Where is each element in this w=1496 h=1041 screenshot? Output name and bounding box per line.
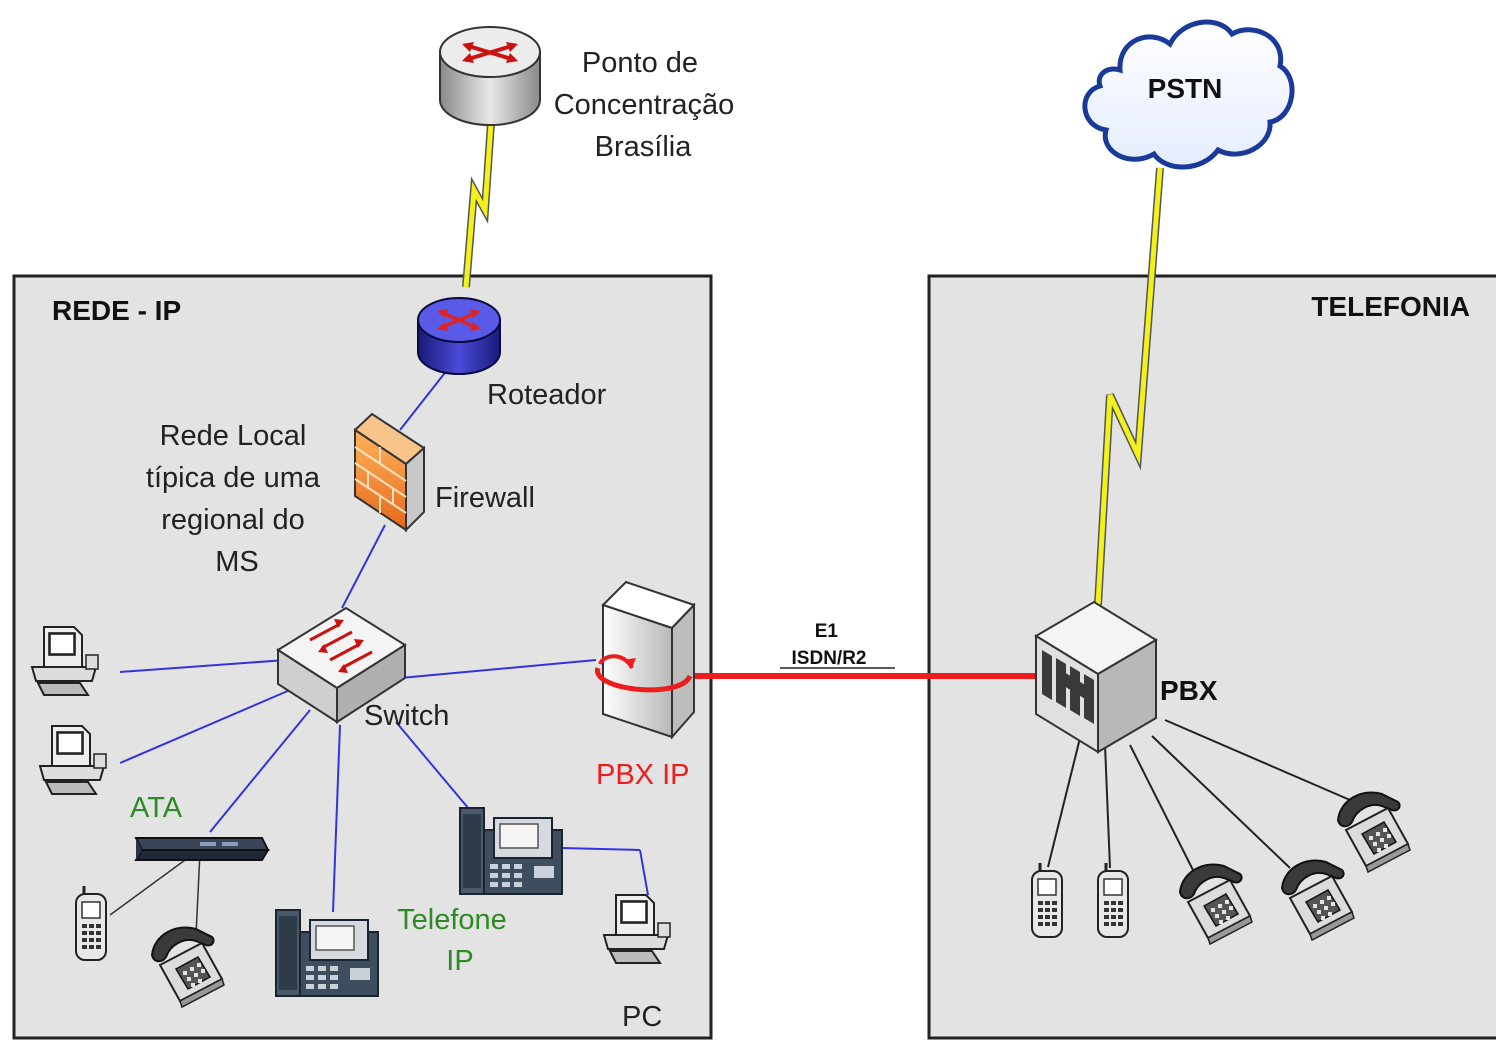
ip-phone-icon[interactable] <box>275 909 379 997</box>
ponto-label: Ponto de Concentração Brasília <box>554 47 743 163</box>
pbx-icon[interactable] <box>1034 600 1158 754</box>
switch-icon[interactable] <box>276 606 407 724</box>
rede-ip-title: REDE - IP <box>52 295 181 326</box>
mobile-phone-icon[interactable] <box>74 884 108 962</box>
pbx-ip-label: PBX IP <box>596 759 690 791</box>
pc-label: PC <box>622 1001 662 1033</box>
server-icon[interactable] <box>595 580 696 740</box>
router-icon[interactable] <box>439 26 541 126</box>
mobile-phone-icon[interactable] <box>1096 861 1130 939</box>
telefone-ip-label: Telefone IP <box>397 904 515 977</box>
mobile-phone-icon[interactable] <box>1030 861 1064 939</box>
ata-label: ATA <box>130 792 183 824</box>
telefonia-title: TELEFONIA <box>1311 291 1470 322</box>
ip-phone-icon[interactable] <box>459 807 563 895</box>
rede-local-label: Rede Local típica de uma regional do MS <box>146 420 328 578</box>
router-icon[interactable] <box>417 297 501 375</box>
roteador-label: Roteador <box>487 379 607 411</box>
pstn-label: PSTN <box>1148 73 1223 104</box>
pbx-phone-links <box>1047 719 1351 871</box>
wan-link-pstn <box>1094 167 1164 606</box>
ata-links <box>109 851 201 936</box>
ata-icon[interactable] <box>134 837 270 861</box>
pbx-label: PBX <box>1160 675 1218 706</box>
firewall-label: Firewall <box>435 482 535 514</box>
e1-link-label: E1 ISDN/R2 <box>792 621 867 669</box>
lan-links <box>119 359 649 913</box>
cloud-icon[interactable] <box>1082 19 1295 170</box>
wan-link-brasilia <box>462 122 495 288</box>
switch-label: Switch <box>364 700 449 732</box>
firewall-icon[interactable] <box>353 412 426 533</box>
